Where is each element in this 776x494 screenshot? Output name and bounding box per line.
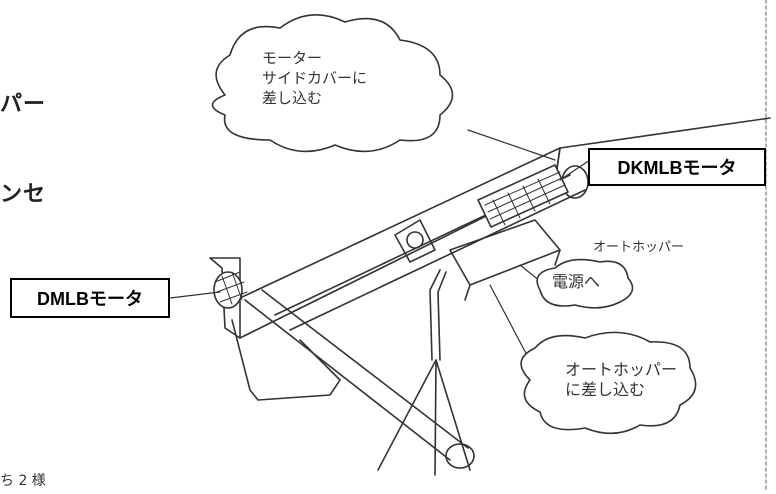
leader-dkmlb xyxy=(559,159,591,181)
dkmlb-motor-body xyxy=(477,164,569,228)
lower-tube xyxy=(244,289,469,461)
left-text-fragment-1: パー xyxy=(0,92,47,117)
cloud-power xyxy=(536,258,634,309)
center-clamp xyxy=(394,219,436,263)
dmlb-motor-label: DMLBモータ xyxy=(10,278,170,318)
cloud-auto-hopper xyxy=(520,331,697,435)
auto-hopper-label: オートホッパー xyxy=(593,240,685,255)
clamp-knob xyxy=(406,231,424,249)
frame-rail xyxy=(209,147,561,339)
cloud-power-text: 電源へ xyxy=(552,272,601,291)
cloud-auto-hopper-text: オートホッパー に差し込む xyxy=(565,360,678,399)
dkmlb-motor-label: DKMLBモータ xyxy=(588,148,766,186)
cloud-motor-cover-text: モーター サイドカバーに 差し込む xyxy=(262,49,368,107)
cloud-motor-cover xyxy=(211,13,454,153)
bottom-text-fragment: ち 2 様 xyxy=(0,473,46,489)
leader-motor-cover xyxy=(467,129,556,161)
left-text-fragment-2: ンセ xyxy=(0,182,47,207)
lower-tube-end xyxy=(445,443,475,469)
auto-hopper-edge xyxy=(464,249,561,301)
stand-pole xyxy=(429,269,447,361)
leader-dmlb xyxy=(169,291,221,299)
tripod-legs xyxy=(377,359,471,476)
dmlb-motor-body xyxy=(213,271,248,309)
left-bracket xyxy=(231,319,341,401)
